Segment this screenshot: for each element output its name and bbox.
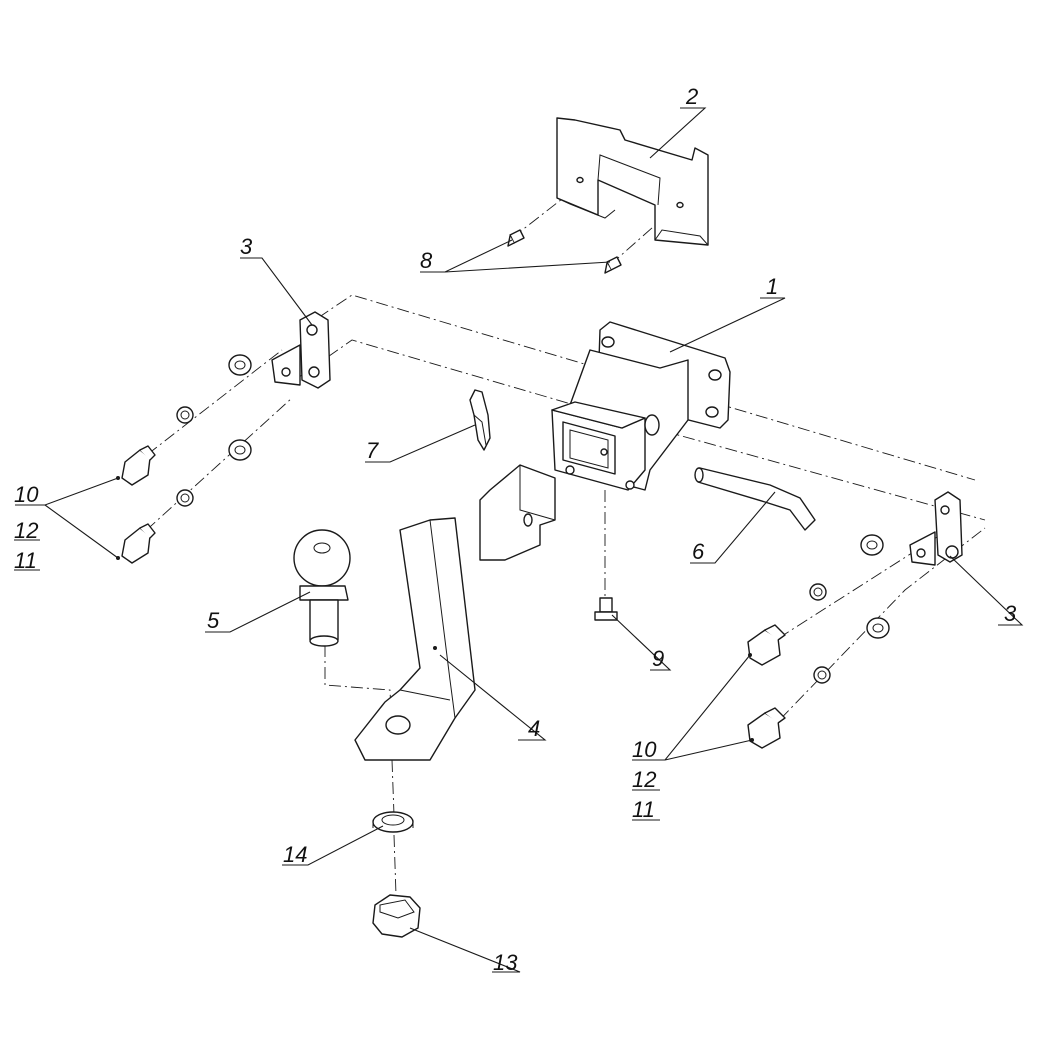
assembly-axes — [129, 184, 986, 896]
part-9-bolt — [594, 597, 618, 621]
part-7-clip — [469, 389, 491, 451]
label-underlines — [14, 539, 660, 821]
part-3-left-bracket — [271, 311, 331, 389]
label-part-12-right: 12 — [632, 767, 656, 792]
label-part-1: 1 — [766, 274, 778, 299]
part-4-ball-mount — [354, 464, 556, 761]
label-part-12-left: 12 — [14, 518, 38, 543]
label-part-2: 2 — [685, 84, 698, 109]
part-8-screws — [507, 229, 622, 274]
label-part-6: 6 — [692, 539, 705, 564]
label-part-3-right: 3 — [1004, 601, 1017, 626]
label-part-3-left: 3 — [240, 234, 253, 259]
leader-lines — [15, 107, 1024, 973]
left-fasteners — [116, 354, 252, 564]
part-13-nut — [372, 894, 421, 938]
label-part-11-right: 11 — [632, 797, 655, 822]
part-3-right-bracket — [909, 491, 963, 566]
label-part-10-right: 10 — [632, 737, 657, 762]
part-2-mounting-plate — [556, 117, 709, 246]
part-5-hitch-ball — [293, 529, 351, 647]
label-part-9: 9 — [652, 646, 664, 671]
label-part-13: 13 — [493, 950, 518, 975]
part-1-receiver — [551, 321, 731, 491]
label-part-10-left: 10 — [14, 482, 39, 507]
label-part-5: 5 — [207, 608, 220, 633]
right-fasteners — [747, 534, 890, 749]
part-6-hitch-pin — [694, 467, 816, 531]
label-part-8: 8 — [420, 248, 433, 273]
label-part-4: 4 — [528, 716, 540, 741]
part-labels: 2 1 3 3 8 7 5 6 9 4 10 12 11 10 12 11 14… — [14, 84, 1017, 975]
label-part-7: 7 — [366, 438, 379, 463]
label-part-14: 14 — [283, 842, 307, 867]
part-14-washer — [372, 811, 414, 833]
label-part-11-left: 11 — [14, 548, 37, 573]
